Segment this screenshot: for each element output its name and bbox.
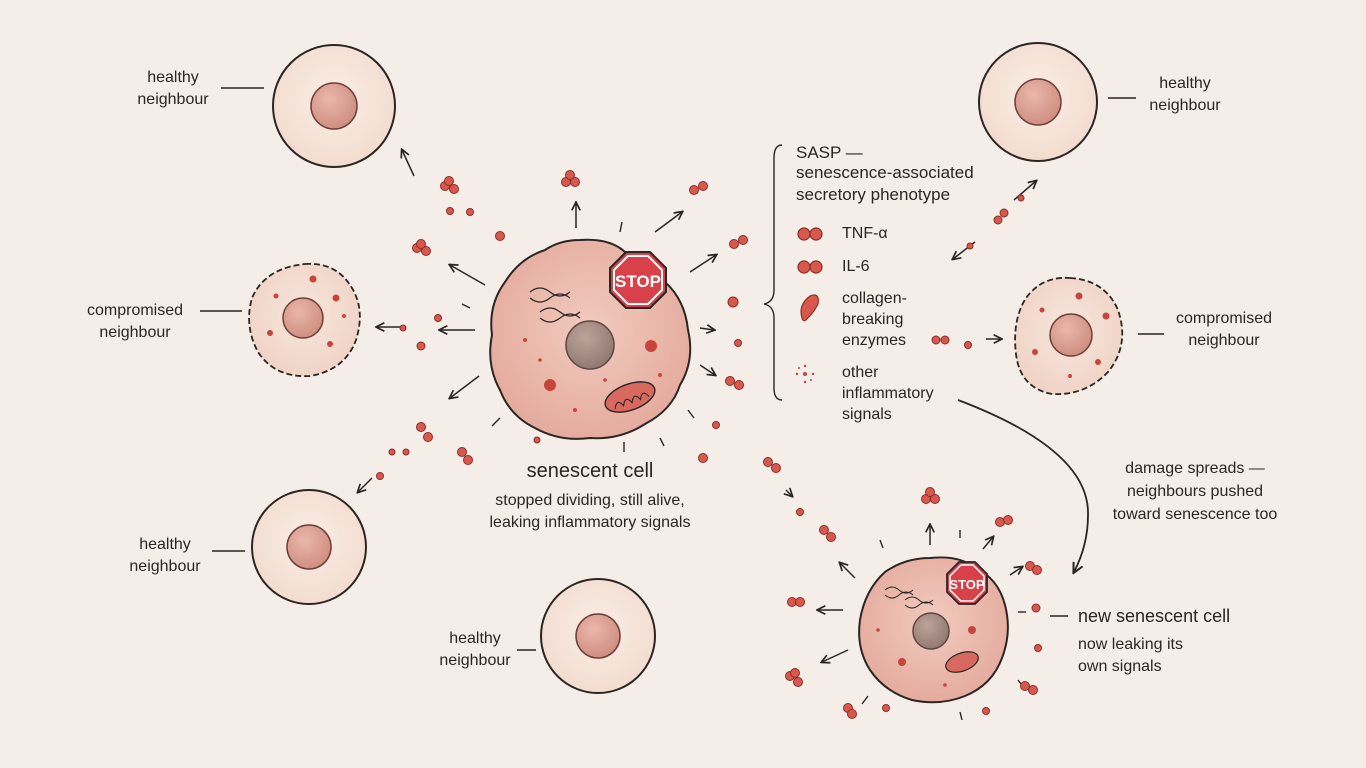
legend-icons	[795, 227, 823, 384]
new-senescent-title: new senescent cell	[1078, 606, 1231, 626]
double-molecule-icon	[797, 260, 823, 274]
sasp-bracket	[763, 144, 783, 401]
senescent-cell-title: senescent cell	[526, 460, 654, 482]
sasp-item-tnf: TNF-α	[842, 225, 888, 242]
stop-sign-icon: STOP	[609, 251, 667, 309]
healthy-cell-top-left	[272, 44, 396, 168]
damage-spreads-label: damage spreads — neighbours pushed towar…	[1112, 460, 1278, 523]
stop-sign-small-text: STOP	[949, 577, 984, 592]
sasp-item-collagen: collagen- breaking enzymes	[842, 290, 907, 349]
signal-arrows	[358, 150, 1036, 662]
damage-spreads-arrow	[957, 399, 1089, 572]
enzyme-icon	[800, 294, 819, 322]
sasp-item-il6: IL-6	[842, 258, 870, 275]
speckle-icon	[795, 364, 815, 384]
label-healthy-bottom-left: healthy neighbour	[129, 536, 201, 575]
mitochondrion-icon	[604, 381, 656, 413]
senescent-cell-subtitle: stopped dividing, still alive, leaking i…	[489, 492, 691, 531]
label-healthy-top-left: healthy neighbour	[137, 69, 209, 108]
label-compromised-left: compromised neighbour	[86, 302, 184, 341]
healthy-cell-bottom-center	[540, 578, 656, 694]
label-healthy-bottom-center: healthy neighbour	[439, 630, 511, 669]
stop-sign-small-icon: STOP	[946, 561, 988, 605]
compromised-cell-right	[1014, 276, 1124, 396]
sasp-item-other: other inflammatory signals	[842, 364, 934, 423]
sasp-title: SASP —	[796, 143, 863, 162]
healthy-cell-top-right	[978, 42, 1098, 162]
label-compromised-right: compromised neighbour	[1175, 310, 1273, 349]
double-molecule-icon	[797, 227, 823, 241]
stop-sign-text: STOP	[615, 272, 661, 291]
healthy-cell-bottom-left	[251, 489, 367, 605]
label-connectors	[200, 87, 1164, 651]
sasp-subtitle: senescence-associated secretory phenotyp…	[796, 163, 974, 204]
radiating-dashes	[461, 221, 1026, 721]
compromised-cell-left	[248, 262, 361, 377]
new-senescent-subtitle: now leaking its own signals	[1078, 636, 1183, 675]
label-healthy-top-right: healthy neighbour	[1149, 75, 1221, 114]
molecules	[376, 170, 1042, 719]
